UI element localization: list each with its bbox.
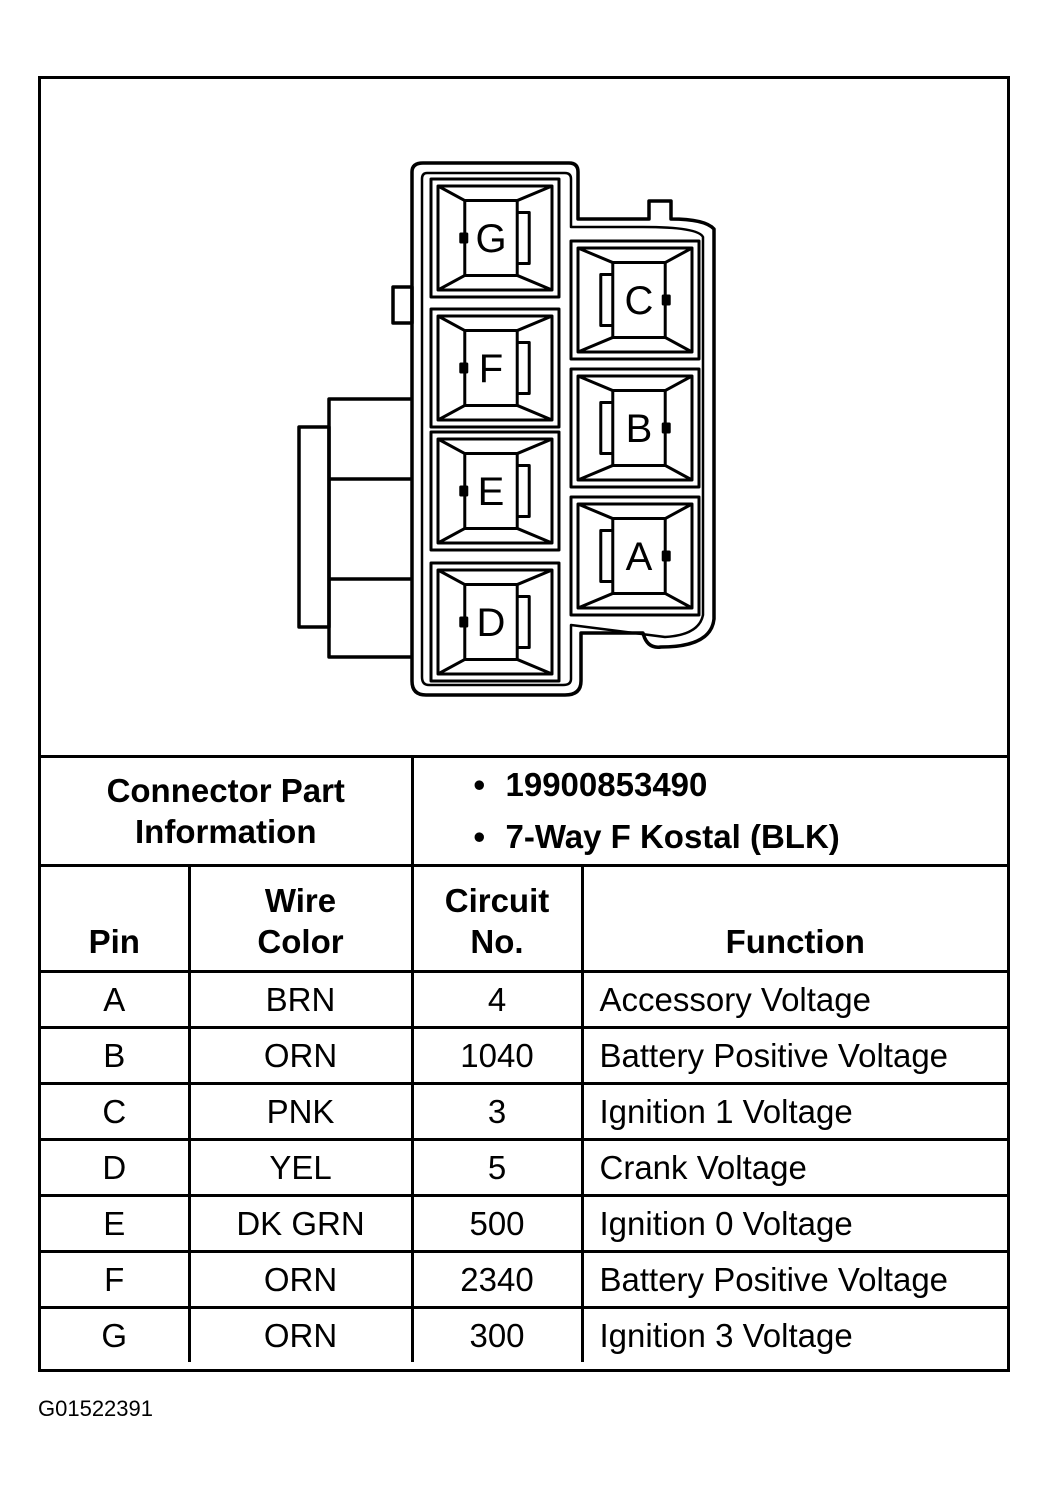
connector-housing-inner-outline xyxy=(420,171,705,687)
wire-color-cell: PNK xyxy=(187,1082,414,1141)
latch-nub xyxy=(391,285,414,325)
wire-color-cell: DK GRN xyxy=(187,1194,414,1253)
bullet-icon: • xyxy=(473,766,486,803)
pin-cell: E xyxy=(41,1194,191,1253)
connector-part-info-label: Connector Part Information xyxy=(41,755,414,867)
wire-color-cell: ORN xyxy=(187,1306,414,1362)
pin-cell: C xyxy=(41,1082,191,1141)
connector-part-label-line1: Connector Part xyxy=(106,772,345,809)
circuit-cell: 1040 xyxy=(410,1026,584,1085)
connector-part-label-line2: Information xyxy=(135,813,317,850)
circuit-cell: 4 xyxy=(410,970,584,1029)
pin-cell: D xyxy=(41,1138,191,1197)
wire-color-cell: ORN xyxy=(187,1250,414,1309)
connector-face-drawing: G F E D C B A xyxy=(297,161,716,697)
header-circuit-no: Circuit No. xyxy=(410,864,584,972)
header-function: Function xyxy=(580,864,1008,972)
function-cell: Battery Positive Voltage xyxy=(580,1250,1008,1309)
cavity-d: D xyxy=(429,561,561,683)
connector-diagram: G F E D C B A xyxy=(41,79,1007,755)
cavity-a: A xyxy=(569,495,701,617)
cavity-e: E xyxy=(429,430,561,552)
wire-color-cell: BRN xyxy=(187,970,414,1029)
circuit-cell: 2340 xyxy=(410,1250,584,1309)
pin-label: F xyxy=(479,347,503,391)
pin-cell: F xyxy=(41,1250,191,1309)
header-wire-color: Wire Color xyxy=(187,864,414,972)
cavity-c: C xyxy=(569,239,701,361)
function-cell: Battery Positive Voltage xyxy=(580,1026,1008,1085)
function-cell: Ignition 1 Voltage xyxy=(580,1082,1008,1141)
pin-cell: A xyxy=(41,970,191,1029)
connector-housing-outline xyxy=(410,161,716,697)
function-cell: Crank Voltage xyxy=(580,1138,1008,1197)
side-lock-tab xyxy=(327,397,412,659)
header-pin: Pin xyxy=(41,864,191,972)
cavity-g: G xyxy=(429,177,561,299)
part-number-item: •19900853490 xyxy=(474,759,1008,811)
circuit-cell: 5 xyxy=(410,1138,584,1197)
function-cell: Ignition 0 Voltage xyxy=(580,1194,1008,1253)
cavity-b: B xyxy=(569,367,701,489)
connector-info-table: Connector Part Information •19900853490 … xyxy=(41,755,1008,1362)
pin-cell: B xyxy=(41,1026,191,1085)
figure-code: G01522391 xyxy=(38,1396,153,1421)
circuit-cell: 500 xyxy=(410,1194,584,1253)
circuit-cell: 3 xyxy=(410,1082,584,1141)
connector-type-item: •7-Way F Kostal (BLK) xyxy=(474,811,1008,863)
function-cell: Accessory Voltage xyxy=(580,970,1008,1029)
wire-color-cell: ORN xyxy=(187,1026,414,1085)
circuit-cell: 300 xyxy=(410,1306,584,1362)
pin-label: E xyxy=(478,470,505,514)
pin-label: A xyxy=(626,535,653,579)
pin-label: G xyxy=(475,217,506,261)
wire-color-cell: YEL xyxy=(187,1138,414,1197)
pin-label: D xyxy=(477,601,506,645)
cavity-f: F xyxy=(429,307,561,429)
pin-label: B xyxy=(626,407,653,451)
pin-cell: G xyxy=(41,1306,191,1362)
bullet-icon: • xyxy=(473,818,486,855)
connector-part-info-list: •19900853490 •7-Way F Kostal (BLK) xyxy=(410,755,1008,867)
pin-label: C xyxy=(625,279,654,323)
side-lock-tab-inner xyxy=(297,425,331,629)
function-cell: Ignition 3 Voltage xyxy=(580,1306,1008,1362)
